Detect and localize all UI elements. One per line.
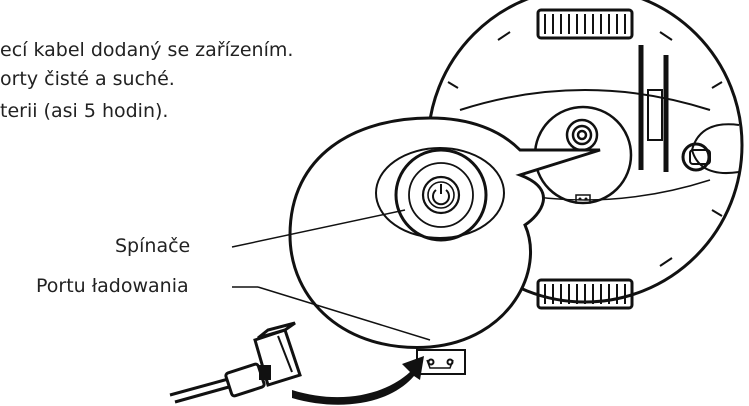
label-switch: Spínače (115, 235, 191, 257)
label-charging-port: Portu ładowania (36, 275, 189, 297)
power-switch-detail (375, 147, 505, 242)
instruction-line-3: terii (asi 5 hodin). (0, 100, 169, 122)
leader-lines (231, 209, 431, 341)
magnified-callout (288, 116, 601, 349)
charging-port-detail (416, 349, 466, 375)
charger-plug (169, 321, 302, 404)
instruction-line-2: orty čisté a suché. (0, 68, 175, 90)
instruction-line-1: ecí kabel dodaný se zařízením. (0, 39, 294, 61)
insert-arrow (292, 356, 424, 405)
